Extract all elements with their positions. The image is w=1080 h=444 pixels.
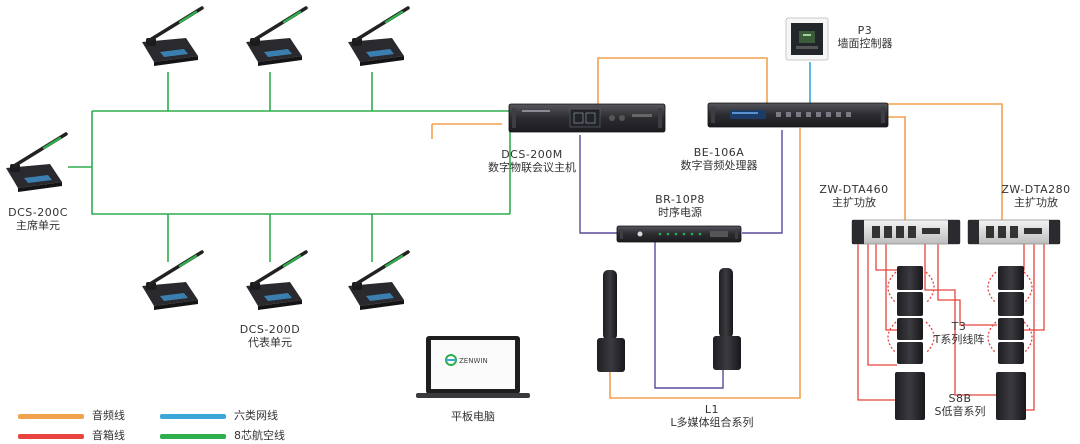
- aviation-cables: [68, 72, 511, 262]
- br10p8-sequencer-device: [616, 225, 742, 243]
- t3-array-left: [897, 266, 923, 364]
- audio-cables: [431, 57, 1003, 399]
- green-line-icon: [160, 433, 226, 439]
- dta280-code: ZW-DTA280: [1001, 183, 1071, 196]
- br10p8-name: 时序电源: [658, 206, 702, 219]
- legend-label-aviation: 8芯航空线: [234, 429, 285, 442]
- legend-item-speaker: 音箱线: [18, 429, 125, 443]
- dta280-label: ZW-DTA280 主扩功放: [992, 183, 1080, 209]
- delegate-unit-bottom-1: [140, 250, 204, 312]
- chairman-unit: [4, 132, 68, 194]
- l1-speaker-right: [713, 268, 741, 370]
- delegate-unit-top-3: [346, 6, 410, 68]
- t3-label: T3 T系列线阵: [918, 320, 1000, 346]
- be106a-name: 数字音频处理器: [680, 159, 758, 172]
- dcs200m-label: DCS-200M 数字物联会议主机: [474, 148, 590, 174]
- delegate-unit-bottom-3: [346, 250, 410, 312]
- legend-item-network: 六类网线: [160, 409, 278, 423]
- legend-label-audio: 音频线: [92, 409, 125, 422]
- tablet-label: 平板电脑: [430, 410, 516, 423]
- dcs200d-name: 代表单元: [248, 336, 292, 349]
- dcs200c-label: DCS-200C 主席单元: [0, 206, 76, 232]
- control-cables: [579, 130, 783, 389]
- tablet-screen-text: ZENWIN: [459, 357, 488, 365]
- dcs200m-code: DCS-200M: [501, 148, 563, 161]
- delegate-unit-top-2: [244, 6, 308, 68]
- l1-code: L1: [704, 403, 720, 416]
- dta280-amplifier-device: [967, 219, 1061, 245]
- dcs200d-code: DCS-200D: [239, 323, 301, 336]
- t3-array-right: [998, 266, 1024, 364]
- l1-label: L1 L多媒体组合系列: [660, 403, 764, 429]
- zenwin-logo-icon: [445, 354, 457, 366]
- t3-code: T3: [951, 320, 967, 333]
- br10p8-label: BR-10P8 时序电源: [638, 193, 722, 219]
- legend-label-network: 六类网线: [234, 409, 278, 422]
- tablet-name: 平板电脑: [451, 410, 495, 423]
- p3-wall-controller-device: [785, 17, 829, 61]
- br10p8-code: BR-10P8: [655, 193, 705, 206]
- p3-code: P3: [857, 24, 873, 37]
- s8b-sub-right: [996, 372, 1026, 420]
- t3-name: T系列线阵: [933, 333, 985, 346]
- orange-line-icon: [18, 413, 84, 419]
- dcs200c-name: 主席单元: [16, 219, 60, 232]
- p3-label: P3 墙面控制器: [832, 24, 898, 50]
- s8b-label: S8B S低音系列: [922, 392, 998, 418]
- be106a-processor-device: [707, 102, 889, 128]
- dcs200m-host-device: [508, 103, 666, 133]
- l1-speaker-left: [597, 270, 625, 372]
- delegate-unit-bottom-2: [244, 250, 308, 312]
- dta460-name: 主扩功放: [832, 196, 876, 209]
- dcs200m-name: 数字物联会议主机: [488, 161, 576, 174]
- l1-name: L多媒体组合系列: [670, 416, 754, 429]
- dta280-name: 主扩功放: [1014, 196, 1058, 209]
- p3-name: 墙面控制器: [837, 37, 893, 50]
- legend-label-speaker: 音箱线: [92, 429, 125, 442]
- s8b-sub-left: [895, 372, 925, 420]
- dta460-label: ZW-DTA460 主扩功放: [806, 183, 902, 209]
- dcs200d-label: DCS-200D 代表单元: [230, 323, 310, 349]
- dta460-amplifier-device: [851, 219, 961, 245]
- dta460-code: ZW-DTA460: [819, 183, 889, 196]
- blue-line-icon: [160, 413, 226, 419]
- legend-item-audio: 音频线: [18, 409, 125, 423]
- dcs200c-code: DCS-200C: [8, 206, 68, 219]
- speaker-cables: [857, 244, 1045, 411]
- s8b-code: S8B: [948, 392, 972, 405]
- s8b-name: S低音系列: [934, 405, 986, 418]
- be106a-label: BE-106A 数字音频处理器: [664, 146, 774, 172]
- tablet-device: ZENWIN: [416, 336, 530, 398]
- be106a-code: BE-106A: [693, 146, 745, 159]
- red-line-icon: [18, 433, 84, 439]
- delegate-unit-top-1: [140, 6, 204, 68]
- legend-item-aviation: 8芯航空线: [160, 429, 285, 443]
